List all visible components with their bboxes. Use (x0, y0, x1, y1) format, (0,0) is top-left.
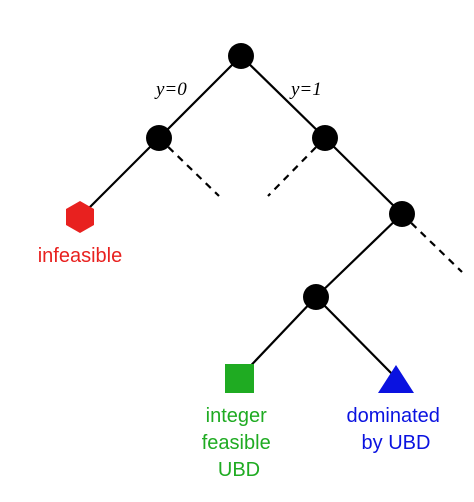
integer-feasible-label: integer feasible UBD (202, 405, 277, 481)
integer-feasible-label-line-1: integer (206, 405, 267, 427)
dominated-label: dominated by UBD (347, 405, 446, 454)
edge-unexplored-left (158, 137, 220, 197)
infeasible-label: infeasible (38, 245, 123, 267)
right-node (312, 125, 338, 151)
right-child-node (389, 201, 415, 227)
integer-feasible-label-line-3: UBD (218, 459, 260, 481)
edge-child-to-grandchild (315, 213, 403, 298)
left-node (146, 125, 172, 151)
dominated-triangle-icon (378, 365, 414, 393)
infeasible-hexagon-icon (66, 201, 94, 233)
edge-left-to-infeasible (79, 137, 160, 218)
edge-unexplored-right (267, 137, 326, 197)
infeasible-label-line-1: infeasible (38, 245, 123, 267)
integer-feasible-square-icon (225, 364, 254, 393)
branch-label-y0: y=0 (154, 79, 187, 100)
edge-right-to-child (324, 137, 403, 215)
edge-grandchild-to-dominated (315, 296, 397, 379)
edge-unexplored-child (401, 213, 463, 273)
edge-root-to-left (158, 55, 242, 139)
integer-feasible-label-line-2: feasible (202, 432, 271, 454)
edge-root-to-right (240, 55, 326, 139)
dominated-label-line-2: by UBD (362, 432, 431, 454)
branch-label-y1: y=1 (289, 79, 322, 100)
root-node (228, 43, 254, 69)
right-grandchild-node (303, 284, 329, 310)
dominated-label-line-1: dominated (347, 405, 440, 427)
